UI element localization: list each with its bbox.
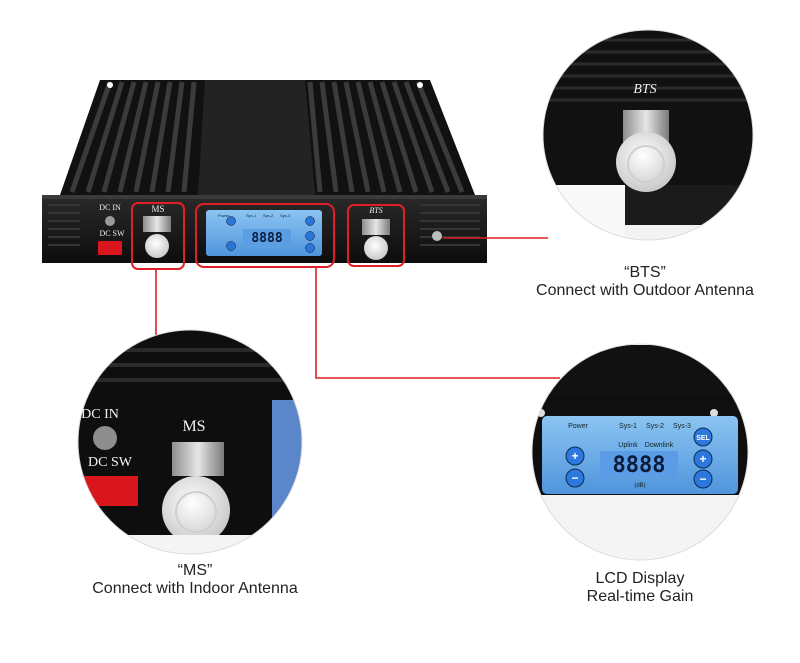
bts-caption-title: “BTS”: [624, 264, 666, 281]
ms-zoom-dc-sw: DC SW: [88, 455, 133, 470]
bts-zoom-label: BTS: [633, 82, 656, 97]
ms-zoom-dc-in: DC IN: [81, 407, 119, 422]
ms-highlight-box: [131, 202, 185, 270]
ms-connector-cap: [145, 234, 169, 258]
lcd-caption: LCD Display Real-time Gain: [520, 570, 760, 606]
zoom-minus-left-glyph: −: [571, 471, 578, 485]
panel-plus-right-button: [305, 231, 315, 241]
zoom-lcd-digits: 8888: [613, 453, 666, 478]
zoom-power-label: Power: [568, 423, 589, 430]
zoom-sel-button: [693, 427, 713, 447]
zoom-minus-right-glyph: −: [699, 472, 706, 486]
ground-screw: [432, 231, 442, 241]
panel-sel-button: [305, 216, 315, 226]
ms-caption-subtitle: Connect with Indoor Antenna: [92, 580, 298, 597]
ms-caption-title: “MS”: [177, 562, 213, 579]
panel-sys2-label: Sys-2: [263, 213, 274, 218]
bts-zoom-circle: BTS: [542, 29, 754, 241]
bts-caption-subtitle: Connect with Outdoor Antenna: [536, 282, 754, 299]
bts-caption: “BTS” Connect with Outdoor Antenna: [500, 264, 790, 300]
lcd-digits: 8888: [251, 231, 282, 246]
zoom-minus-right-button: [693, 469, 713, 489]
panel-sys1-label: Sys-1: [246, 213, 257, 218]
zoom-sys2-label: Sys-2: [646, 423, 664, 430]
bts-connector-cap: [364, 236, 388, 260]
zoom-unit-label: (dB): [634, 483, 645, 489]
zoom-minus-left-button: [565, 468, 585, 488]
panel-plus-left-button: [226, 216, 236, 226]
zoom-plus-left-glyph: +: [571, 449, 578, 463]
bts-highlight-box: [347, 204, 405, 267]
dc-sw-label: DC SW: [99, 229, 125, 238]
zoom-plus-right-glyph: +: [699, 452, 706, 466]
zoom-lcd-screen: [600, 451, 678, 477]
lcd-zoom-circle: Power Sys-1 Sys-2 Sys-3 Uplink Downlink …: [531, 343, 749, 561]
bts-port-label: BTS: [369, 206, 382, 215]
lcd-leader-line: [315, 267, 560, 379]
lcd-caption-title: LCD Display: [595, 570, 685, 587]
ms-caption: “MS” Connect with Indoor Antenna: [50, 562, 340, 598]
repeater-device: DC IN DC SW MS Power Sys-1 Sys-2 Sys-3 8…: [42, 80, 487, 263]
panel-minus-left-button: [226, 241, 236, 251]
power-switch: [98, 241, 122, 255]
lcd-caption-subtitle: Real-time Gain: [586, 588, 694, 605]
bts-connector-flange: [362, 219, 390, 235]
zoom-sel-glyph: SEL: [696, 435, 710, 442]
zoom-downlink-label: Downlink: [645, 442, 674, 449]
panel-sys3-label: Sys-3: [280, 213, 291, 218]
ms-port-label: MS: [151, 204, 164, 214]
ms-zoom-label: MS: [182, 418, 205, 435]
lcd-screen: [243, 229, 291, 245]
dc-in-label: DC IN: [99, 203, 121, 212]
ms-connector-flange: [143, 216, 171, 232]
zoom-plus-left-button: [565, 446, 585, 466]
zoom-sys3-label: Sys-3: [673, 423, 691, 430]
panel-power-label: Power: [218, 213, 230, 218]
zoom-uplink-label: Uplink: [618, 442, 638, 449]
dc-in-jack: [105, 216, 115, 226]
ms-zoom-circle: MS DC IN DC SW: [77, 329, 303, 555]
panel-minus-right-button: [305, 243, 315, 253]
lcd-highlight-box: [195, 203, 335, 268]
zoom-plus-right-button: [693, 449, 713, 469]
zoom-sys1-label: Sys-1: [619, 423, 637, 430]
